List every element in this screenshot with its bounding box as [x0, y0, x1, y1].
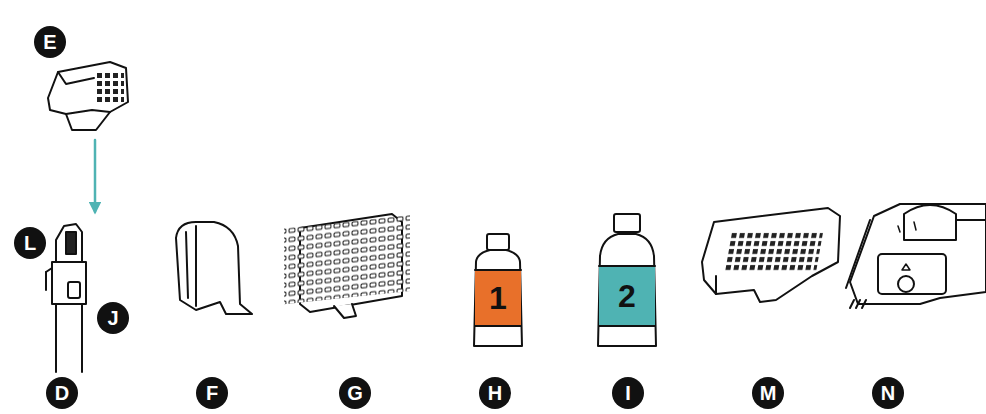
callout-letter: E — [34, 26, 66, 58]
clip-f — [176, 222, 252, 314]
tool-n — [846, 204, 986, 308]
assembly-arrow — [94, 140, 97, 212]
callout-letter: L — [14, 227, 46, 259]
bottle-number: 2 — [618, 278, 636, 314]
bottle-h — [474, 234, 522, 346]
bottle-number: 1 — [489, 280, 507, 316]
attachment-e — [48, 62, 128, 130]
nozzle-m — [702, 208, 840, 302]
callout-letter: F — [196, 377, 228, 409]
callout-letter: H — [479, 377, 511, 409]
callout-letter: M — [752, 377, 784, 409]
callout-letter: J — [97, 302, 129, 334]
bottle-i — [598, 214, 656, 346]
callout-letter: N — [872, 377, 904, 409]
wand-d — [46, 224, 86, 372]
callout-letter: I — [612, 377, 644, 409]
callout-letter: G — [339, 377, 371, 409]
callout-letter: D — [46, 377, 78, 409]
brush-g — [284, 214, 410, 318]
